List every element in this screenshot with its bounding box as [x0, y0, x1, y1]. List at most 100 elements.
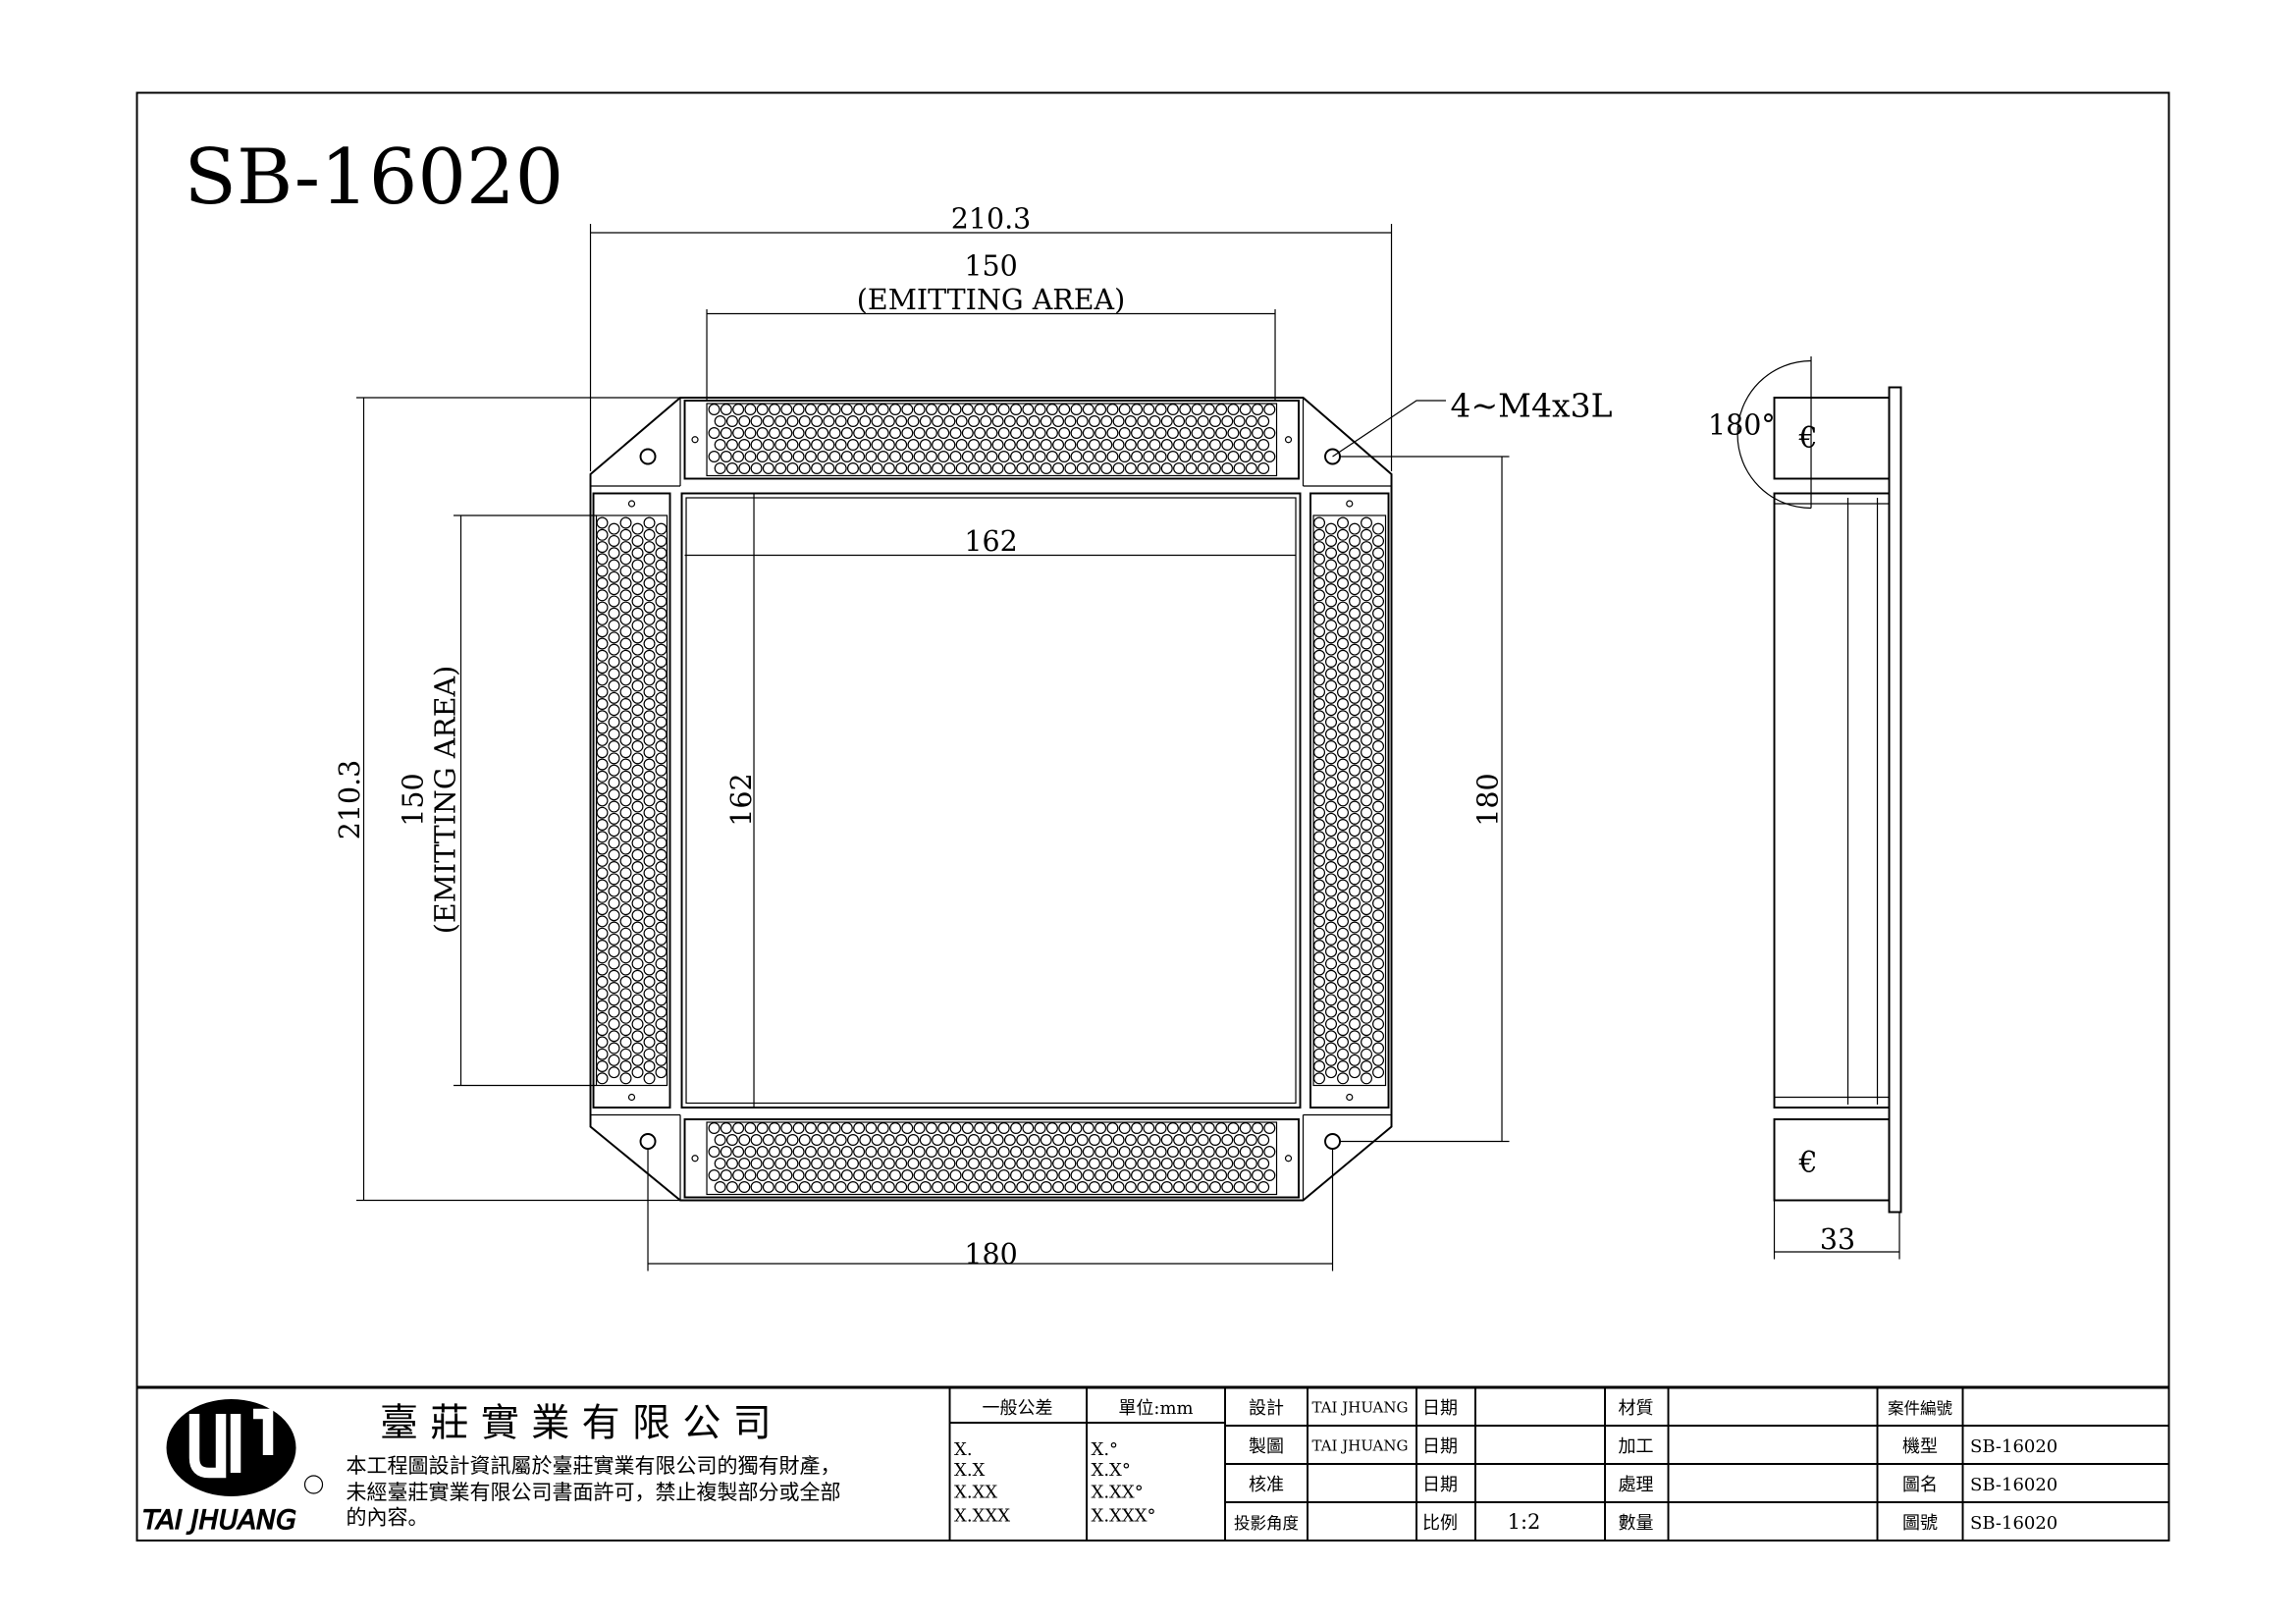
design-label: 設計: [1249, 1398, 1284, 1419]
led-hole: [1313, 722, 1326, 734]
led-hole: [1233, 414, 1246, 427]
led-hole: [1372, 728, 1385, 740]
led-hole: [750, 461, 763, 474]
led-hole: [750, 1134, 763, 1147]
led-hole: [655, 969, 667, 982]
led-hole: [792, 450, 805, 462]
led-hole: [919, 1134, 932, 1147]
led-hole: [1034, 426, 1046, 439]
led-hole: [732, 1122, 745, 1135]
led-hole: [859, 1158, 872, 1170]
led-hole: [738, 461, 751, 474]
led-hole: [1313, 674, 1326, 686]
led-hole: [1349, 861, 1362, 874]
led-hole: [980, 461, 992, 474]
led-hole: [943, 1134, 956, 1147]
led-hole: [1028, 461, 1041, 474]
led-hole: [1045, 1169, 1058, 1182]
led-hole: [655, 583, 667, 596]
led-hole: [596, 783, 609, 795]
led-hole: [1034, 403, 1046, 415]
led-hole: [1313, 1072, 1326, 1085]
led-hole: [631, 946, 644, 958]
led-hole: [774, 461, 787, 474]
led-hole: [1052, 1181, 1065, 1194]
led-hole: [1325, 1066, 1338, 1079]
led-hole: [1202, 450, 1215, 462]
housing-outline: [589, 397, 1393, 1202]
led-hole: [608, 522, 620, 535]
led-hole: [619, 915, 632, 928]
led-hole: [619, 541, 632, 554]
led-hole: [596, 891, 609, 903]
led-hole: [750, 438, 763, 451]
led-hole: [1034, 1169, 1046, 1182]
dim-top-overall: 210.3: [951, 203, 1032, 236]
led-hole: [631, 655, 644, 668]
led-hole: [608, 969, 620, 982]
led-hole: [913, 450, 926, 462]
led-hole: [1088, 1181, 1100, 1194]
led-hole: [901, 1146, 914, 1159]
led-hole: [1095, 1146, 1107, 1159]
led-hole: [949, 1122, 962, 1135]
led-hole: [974, 403, 987, 415]
led-hole: [955, 1158, 968, 1170]
led-hole: [1100, 461, 1113, 474]
led-hole: [1245, 1181, 1257, 1194]
led-hole: [1361, 697, 1373, 710]
led-hole: [925, 1146, 937, 1159]
led-hole: [738, 1158, 751, 1170]
material-label: 材質: [1619, 1398, 1654, 1419]
led-hole: [889, 1146, 902, 1159]
led-hole: [608, 1054, 620, 1066]
led-hole: [1372, 957, 1385, 970]
led-hole: [1227, 426, 1240, 439]
led-hole: [1313, 988, 1326, 1001]
led-hole: [596, 915, 609, 928]
led-hole: [1361, 674, 1373, 686]
led-hole: [1052, 461, 1065, 474]
led-hole: [762, 1158, 774, 1170]
led-hole: [1191, 1169, 1203, 1182]
led-hole: [865, 1146, 878, 1159]
led-hole: [1010, 403, 1023, 415]
led-hole: [738, 414, 751, 427]
led-hole: [1148, 414, 1161, 427]
led-hole: [608, 620, 620, 632]
led-hole: [1325, 704, 1338, 717]
led-hole: [1070, 1146, 1083, 1159]
led-hole: [1131, 426, 1144, 439]
design-value: TAI JHUANG: [1312, 1399, 1409, 1417]
led-hole: [643, 1024, 656, 1037]
led-hole: [619, 927, 632, 940]
led-hole: [1227, 450, 1240, 462]
led-hole: [840, 1169, 853, 1182]
led-hole: [1337, 1072, 1350, 1085]
led-hole: [1349, 728, 1362, 740]
led-hole: [619, 516, 632, 529]
led-hole: [882, 1134, 895, 1147]
led-hole: [817, 1146, 829, 1159]
led-hole: [756, 403, 769, 415]
led-hole: [1076, 1181, 1089, 1194]
led-hole: [811, 1181, 824, 1194]
led-hole: [631, 716, 644, 729]
led-hole: [955, 438, 968, 451]
led-hole: [619, 940, 632, 952]
led-hole: [1124, 1134, 1137, 1147]
led-hole: [1245, 461, 1257, 474]
led-hole: [643, 516, 656, 529]
led-hole: [925, 1169, 937, 1182]
led-hole: [1112, 1158, 1125, 1170]
side-depth: 33: [1820, 1223, 1855, 1256]
led-hole: [643, 940, 656, 952]
led-hole: [1082, 1122, 1095, 1135]
led-hole: [714, 1181, 726, 1194]
led-hole: [798, 438, 811, 451]
led-hole: [744, 426, 757, 439]
led-hole: [608, 776, 620, 788]
led-hole: [1372, 643, 1385, 656]
led-hole: [1372, 776, 1385, 788]
led-hole: [786, 438, 799, 451]
